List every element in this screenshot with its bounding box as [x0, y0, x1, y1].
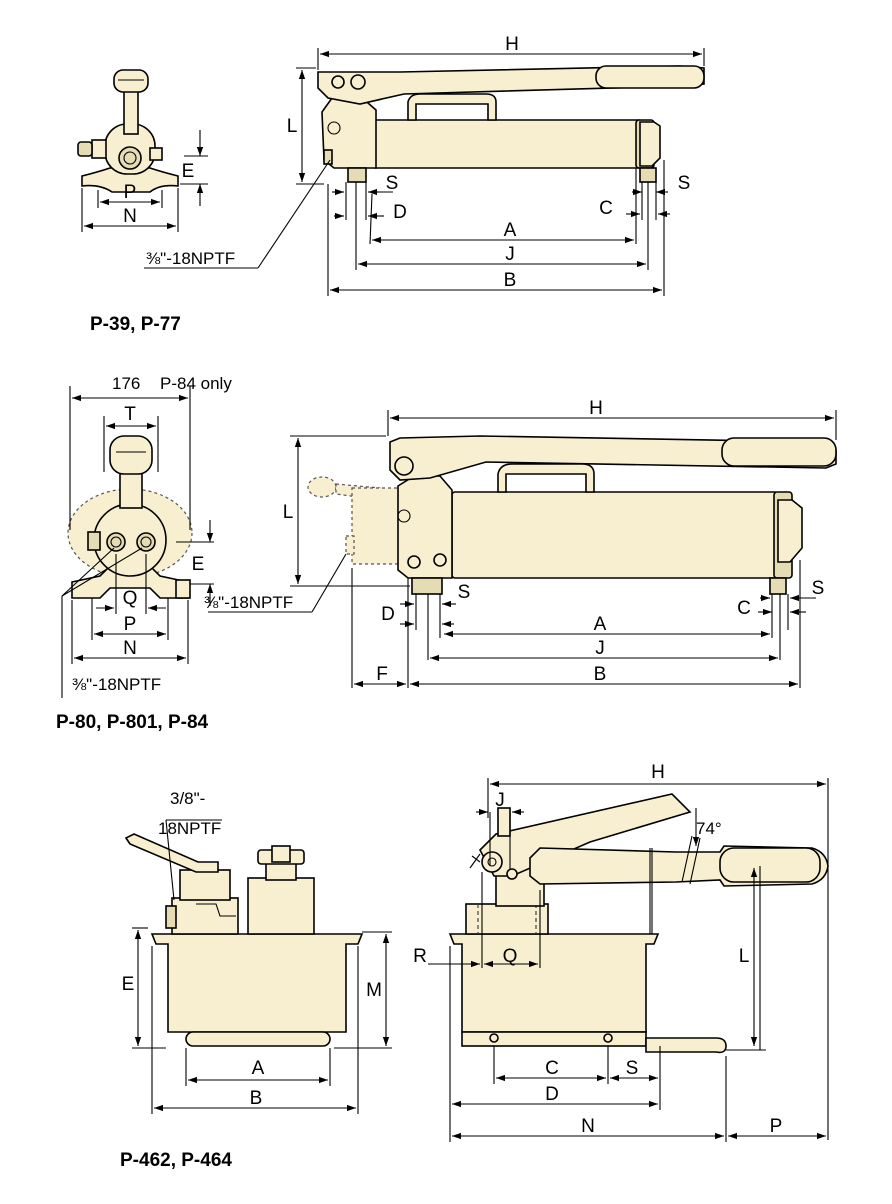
dim-b: B: [250, 1088, 263, 1109]
figure-p39-p77: H L E P N S S D C A J B ⅜"-18NPTF P-39, …: [77, 34, 705, 335]
angle-74: 74°: [696, 819, 722, 838]
front-view-p80: [67, 435, 193, 599]
dim-e: E: [192, 554, 205, 575]
port-label-line2: 18NPTF: [158, 819, 221, 838]
caption: P-80, P-801, P-84: [56, 712, 209, 733]
dim-a: A: [504, 220, 517, 241]
labels-p462: 3/8"- 18NPTF E M A B H J 74° R Q L C S D…: [120, 762, 782, 1171]
dimensions-p462: [132, 778, 829, 1142]
side-view-p462: [448, 793, 829, 1054]
dim-h: H: [505, 34, 519, 55]
port-label-line1: 3/8"-: [170, 789, 205, 808]
dim-t: T: [124, 404, 136, 425]
dim-j: J: [495, 790, 505, 811]
dim-s-right: S: [678, 173, 691, 194]
side-view-p80: [307, 435, 837, 595]
width-note-text: P-84 only: [160, 374, 232, 393]
dimensions-p39: [81, 48, 705, 296]
dim-n: N: [123, 638, 137, 659]
dim-c: C: [737, 598, 751, 619]
dim-p: P: [124, 614, 137, 635]
dim-s: S: [626, 1058, 639, 1079]
front-view-p462: [124, 833, 364, 1047]
figure-p462-p464: 3/8"- 18NPTF E M A B H J 74° R Q L C S D…: [120, 762, 829, 1171]
width-note-value: 176: [112, 374, 140, 393]
dim-b: B: [504, 270, 517, 291]
labels-p39: H L E P N S S D C A J B ⅜"-18NPTF P-39, …: [90, 34, 690, 335]
dim-f: F: [376, 664, 388, 685]
dim-e: E: [182, 161, 195, 182]
dim-a: A: [252, 1058, 265, 1079]
dim-p: P: [770, 1116, 783, 1137]
dim-l: L: [287, 116, 298, 137]
dim-l: L: [739, 946, 750, 967]
dim-n: N: [123, 206, 137, 227]
dim-p: P: [124, 182, 137, 203]
dim-j: J: [505, 244, 515, 265]
caption: P-39, P-77: [90, 314, 181, 335]
dim-d: D: [393, 202, 407, 223]
dim-d: D: [381, 604, 395, 625]
dim-c: C: [599, 198, 613, 219]
dim-b: B: [594, 664, 607, 685]
dim-q: Q: [123, 588, 138, 609]
labels-p80: 176 P-84 only T E Q P N ⅜"-18NPTF H L S …: [56, 374, 824, 733]
dim-s-left: S: [458, 582, 471, 603]
dim-j: J: [595, 638, 605, 659]
port-label-side: ⅜"-18NPTF: [204, 593, 293, 612]
port-label-front: ⅜"-18NPTF: [72, 675, 161, 694]
caption: P-462, P-464: [120, 1150, 232, 1171]
dim-m: M: [366, 980, 382, 1001]
dim-d: D: [545, 1084, 559, 1105]
front-view-p39: [77, 69, 179, 193]
dim-s-left: S: [386, 173, 399, 194]
dim-e: E: [122, 974, 135, 995]
dim-q: Q: [503, 946, 518, 967]
figure-p80-p801-p84: 176 P-84 only T E Q P N ⅜"-18NPTF H L S …: [56, 374, 837, 733]
dim-h: H: [651, 762, 665, 783]
port-label: ⅜"-18NPTF: [146, 249, 235, 268]
dim-l: L: [283, 502, 294, 523]
dim-h: H: [589, 398, 603, 419]
side-view-p39: [317, 65, 705, 183]
dim-n: N: [581, 1116, 595, 1137]
dim-c: C: [545, 1058, 559, 1079]
dim-r: R: [413, 946, 427, 967]
dimensions-p80: [61, 386, 837, 698]
dim-a: A: [594, 614, 607, 635]
dim-s-right: S: [812, 578, 825, 599]
